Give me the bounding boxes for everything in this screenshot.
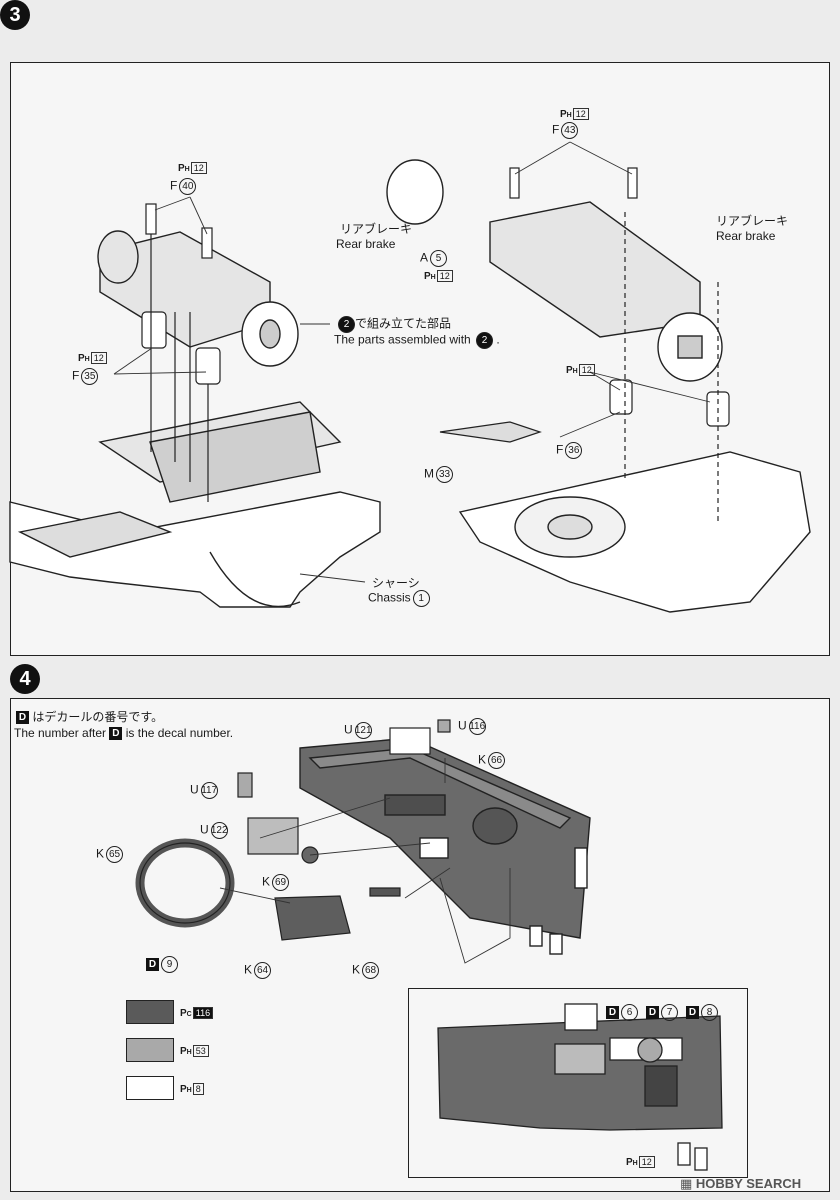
left-pins: [141, 203, 221, 502]
watermark: ▦ HOBBY SEARCH: [680, 1176, 802, 1191]
right-axle: [386, 159, 723, 382]
step-4-illustration: [135, 719, 723, 1171]
leader-lines: [113, 141, 711, 583]
right-pins: [439, 167, 730, 522]
right-chassis: [458, 451, 811, 613]
assembled-en-label: The parts assembled with 2 .: [334, 332, 500, 349]
chassis-jp-label: シャーシ: [372, 576, 420, 590]
step-4-badge: 4: [10, 664, 40, 694]
rear-brake-en-right: Rear brake: [716, 229, 776, 243]
left-chassis: [9, 401, 381, 608]
legend-swatch-dark: [126, 1000, 174, 1024]
rear-brake-jp-right: リアブレーキ: [716, 214, 789, 228]
legend-swatch-light: [126, 1076, 174, 1100]
rear-brake-en-left: Rear brake: [336, 237, 396, 251]
decal-note-en: The number after D is the decal number.: [14, 726, 234, 741]
step-3-badge: 3: [0, 0, 30, 30]
step-4-leaders: [219, 758, 511, 964]
dashboard: [299, 737, 591, 955]
inset-dashboard: [437, 1003, 723, 1171]
step-4-parts: [135, 719, 451, 941]
inset-frame: [408, 988, 748, 1178]
step-3-illustration: [9, 141, 811, 613]
decal-note-jp: D はデカールの番号です。: [16, 710, 163, 725]
rear-brake-jp-left: リアブレーキ: [340, 222, 413, 236]
left-axle: [97, 230, 299, 367]
legend-swatch-mid: [126, 1038, 174, 1062]
